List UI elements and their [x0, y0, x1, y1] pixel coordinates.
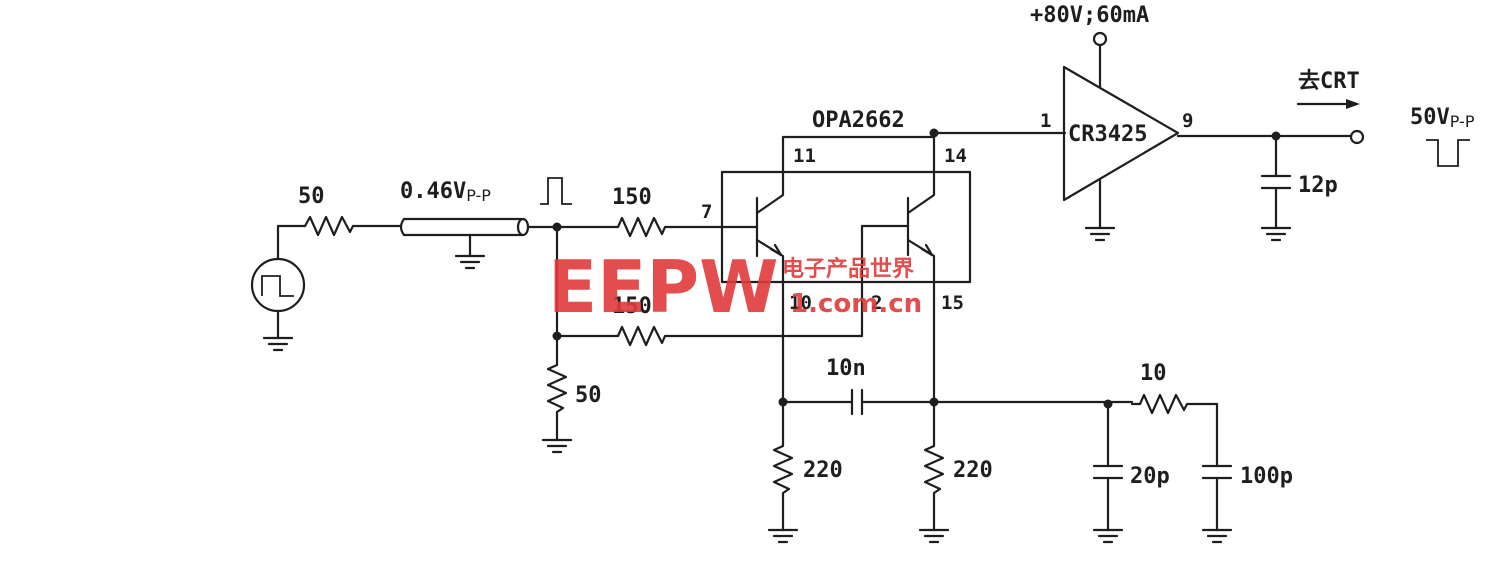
c-couple-label: 10n: [826, 356, 866, 381]
resistor-r-source: [303, 215, 402, 237]
supply-label: +80V;60mA: [1030, 3, 1149, 28]
output-destination-label: 去CRT: [1298, 69, 1360, 94]
capacitor-c-couple: [781, 388, 936, 416]
watermark-logo: EEPW 电子产品世界 1.com.cn: [548, 245, 922, 329]
ground-symbol: [918, 528, 950, 544]
pulse-waveform-icon: [540, 177, 572, 205]
c-comp2-label: 100p: [1240, 464, 1293, 489]
driver-part-label: CR3425: [1068, 122, 1147, 147]
output-swing-label: 50VP-P: [1410, 105, 1475, 131]
resistor-r-in-bottom: [555, 224, 882, 347]
coax-cable: [399, 217, 559, 258]
output-pulse-waveform-icon: [1426, 139, 1470, 167]
pin-11-label: 11: [793, 145, 816, 167]
driver-pin-out-label: 9: [1182, 110, 1193, 132]
r-in-bottom-label: 150: [612, 294, 652, 319]
resistor-r-left-emitter: [772, 400, 794, 532]
svg-text:EEPW: EEPW: [548, 245, 779, 329]
pin-2-label: 2: [871, 292, 882, 314]
transistor-left: [720, 135, 936, 402]
pin-10-label: 10: [789, 292, 812, 314]
capacitor-c-comp2: [1201, 464, 1233, 532]
ground-symbol: [262, 336, 294, 352]
arrow-right-icon: [1296, 99, 1360, 109]
capacitor-c-comp1: [1092, 402, 1124, 532]
output-terminal: [1349, 129, 1365, 145]
ground-symbol: [454, 254, 486, 270]
svg-text:电子产品世界: 电子产品世界: [782, 257, 914, 282]
r-left-emitter-label: 220: [803, 458, 843, 483]
ground-symbol: [1260, 226, 1292, 242]
r-in-top-label: 150: [612, 185, 652, 210]
ground-symbol: [767, 528, 799, 544]
ground-symbol: [1092, 528, 1124, 544]
c-load-label: 12p: [1298, 173, 1338, 198]
r-term-label: 50: [575, 383, 602, 408]
ground-symbol: [1201, 528, 1233, 544]
ground-symbol: [541, 438, 573, 454]
signal-source: [250, 224, 307, 340]
pin-7-label: 7: [701, 201, 712, 223]
r-comp-label: 10: [1140, 361, 1167, 386]
c-comp1-label: 20p: [1130, 464, 1170, 489]
r-source-label: 50: [298, 184, 325, 209]
resistor-r-term: [546, 334, 568, 442]
r-right-emitter-label: 220: [953, 458, 993, 483]
transistor-right: [878, 135, 936, 402]
resistor-r-right-emitter: [923, 400, 945, 532]
driver-pin-in-label: 1: [1040, 110, 1051, 132]
cr3425-amplifier: [1062, 44, 1180, 230]
ground-symbol: [1084, 226, 1116, 242]
supply-terminal: [1092, 31, 1108, 47]
resistor-r-in-top: [555, 216, 724, 238]
opamp-part-label: OPA2662: [812, 108, 905, 133]
input-swing-label: 0.46VP-P: [400, 179, 491, 205]
pin-15-label: 15: [941, 292, 964, 314]
capacitor-c-load: [1260, 134, 1292, 230]
pin-14-label: 14: [944, 145, 967, 167]
resistor-r-comp: [1130, 393, 1219, 468]
svg-text:1.com.cn: 1.com.cn: [790, 289, 922, 319]
